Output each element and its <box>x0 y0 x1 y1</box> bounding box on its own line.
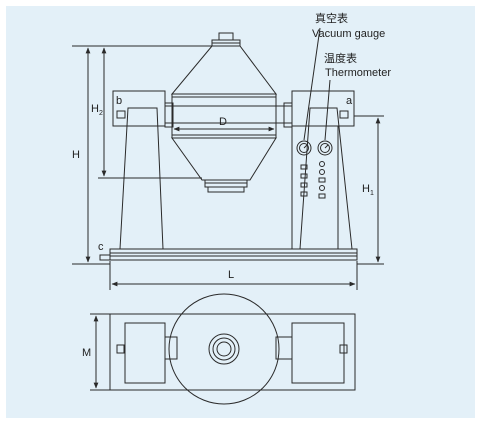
top-view-right-block <box>291 322 345 384</box>
label-H2: H2 <box>91 103 103 117</box>
vessel-upper-cone <box>170 45 277 95</box>
label-b: b <box>116 95 122 107</box>
label-vacuum-cn: 真空表 <box>315 11 348 25</box>
label-thermo-en: Thermometer <box>325 67 391 79</box>
control-indicators-right <box>318 161 326 199</box>
top-view <box>90 293 356 405</box>
label-M: M <box>82 347 91 359</box>
label-D: D <box>219 116 227 128</box>
vacuum-gauge-icon <box>296 140 312 156</box>
control-cabinet <box>291 125 339 250</box>
port-c <box>99 254 111 261</box>
thermometer-icon <box>317 140 333 156</box>
label-thermo-cn: 温度表 <box>324 51 357 65</box>
top-view-vessel <box>168 293 280 405</box>
label-vacuum-en: Vacuum gauge <box>312 28 385 40</box>
label-a: a <box>346 95 353 107</box>
top-view-left-block <box>124 322 166 384</box>
diagram-frame <box>6 6 475 418</box>
label-H: H <box>72 149 80 161</box>
top-view-base <box>109 313 356 391</box>
left-frame <box>119 107 164 250</box>
base-plate <box>109 248 358 261</box>
control-buttons-left <box>300 164 308 197</box>
label-L: L <box>228 269 234 281</box>
label-H1: H1 <box>362 183 374 197</box>
front-view <box>72 27 384 290</box>
vessel-lower-cone <box>171 137 277 181</box>
label-c: c <box>98 241 104 253</box>
